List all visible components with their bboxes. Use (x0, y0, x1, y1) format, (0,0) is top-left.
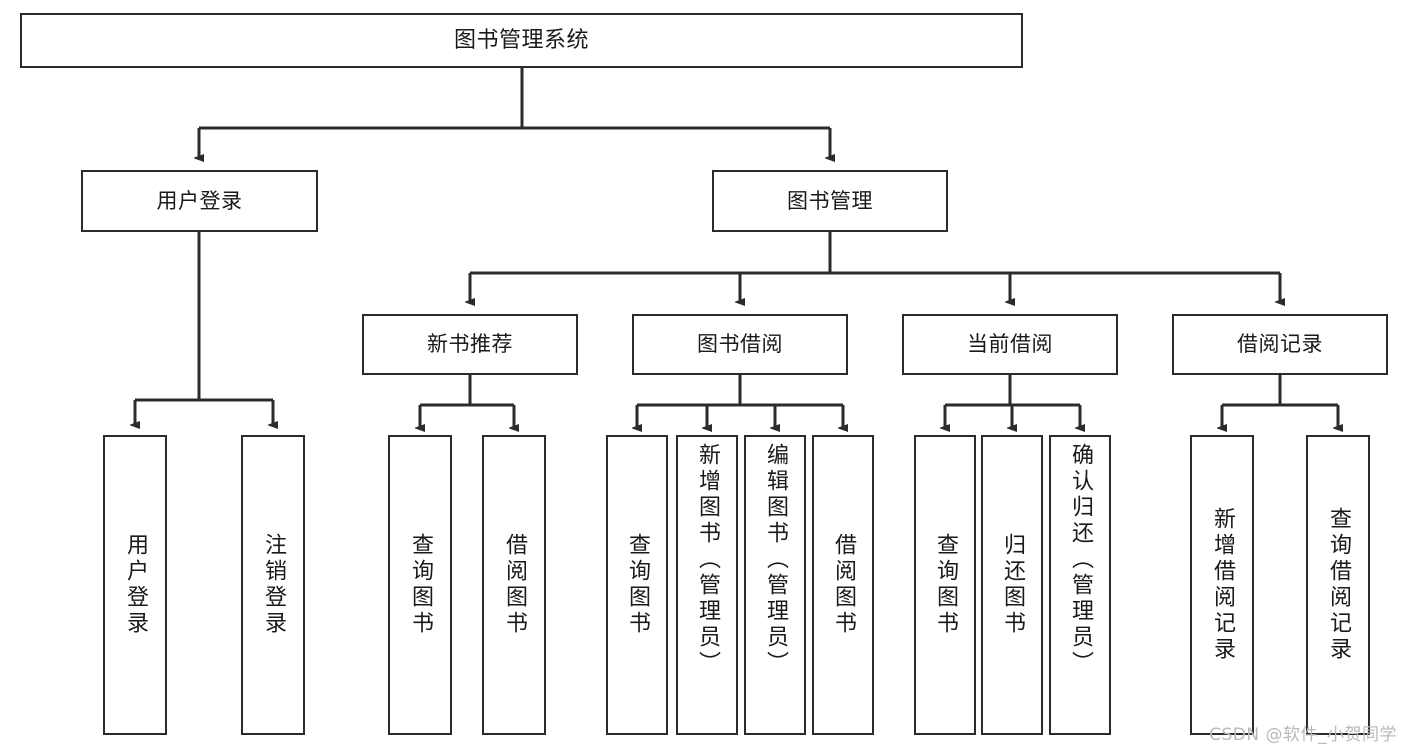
node-label: 用户登录 (123, 533, 148, 637)
leaf-edit-book-admin[interactable]: 编辑图书（管理员） (744, 435, 806, 735)
node-label: 图书管理系统 (453, 27, 589, 53)
leaf-add-book-admin[interactable]: 新增图书（管理员） (676, 435, 738, 735)
node-user-login[interactable]: 用户登录 (81, 170, 318, 232)
node-label: 新增图书（管理员） (695, 443, 720, 677)
node-label: 借阅图书 (502, 533, 527, 637)
node-label: 图书借阅 (697, 332, 783, 357)
leaf-query-book-newbook[interactable]: 查询图书 (388, 435, 452, 735)
node-label: 借阅记录 (1237, 332, 1323, 357)
node-book-management[interactable]: 图书管理 (712, 170, 948, 232)
node-label: 查询图书 (933, 533, 958, 637)
leaf-user-login[interactable]: 用户登录 (103, 435, 167, 735)
leaf-borrow-book-newbook[interactable]: 借阅图书 (482, 435, 546, 735)
node-current-borrow[interactable]: 当前借阅 (902, 314, 1118, 375)
node-label: 用户登录 (156, 188, 243, 213)
node-new-book-recommend[interactable]: 新书推荐 (362, 314, 578, 375)
leaf-query-book-current[interactable]: 查询图书 (914, 435, 976, 735)
node-label: 当前借阅 (967, 332, 1053, 357)
node-book-borrow[interactable]: 图书借阅 (632, 314, 848, 375)
node-label: 新书推荐 (427, 332, 513, 357)
leaf-confirm-return-admin[interactable]: 确认归还（管理员） (1049, 435, 1111, 735)
node-label: 借阅图书 (831, 533, 856, 637)
node-label: 确认归还（管理员） (1068, 443, 1093, 677)
leaf-query-borrow-record[interactable]: 查询借阅记录 (1306, 435, 1370, 735)
node-label: 归还图书 (1000, 533, 1025, 637)
leaf-query-book-borrow[interactable]: 查询图书 (606, 435, 668, 735)
node-root-system[interactable]: 图书管理系统 (20, 13, 1023, 68)
csdn-watermark: CSDN @软件_小贺同学 (1209, 725, 1397, 745)
leaf-add-borrow-record[interactable]: 新增借阅记录 (1190, 435, 1254, 735)
node-borrow-record[interactable]: 借阅记录 (1172, 314, 1388, 375)
node-label: 查询借阅记录 (1326, 507, 1351, 663)
node-label: 编辑图书（管理员） (763, 443, 788, 677)
node-label: 查询图书 (408, 533, 433, 637)
leaf-logout[interactable]: 注销登录 (241, 435, 305, 735)
leaf-return-book[interactable]: 归还图书 (981, 435, 1043, 735)
node-label: 查询图书 (625, 533, 650, 637)
node-label: 注销登录 (261, 533, 286, 637)
leaf-borrow-book[interactable]: 借阅图书 (812, 435, 874, 735)
node-label: 图书管理 (787, 188, 873, 213)
node-label: 新增借阅记录 (1210, 507, 1235, 663)
